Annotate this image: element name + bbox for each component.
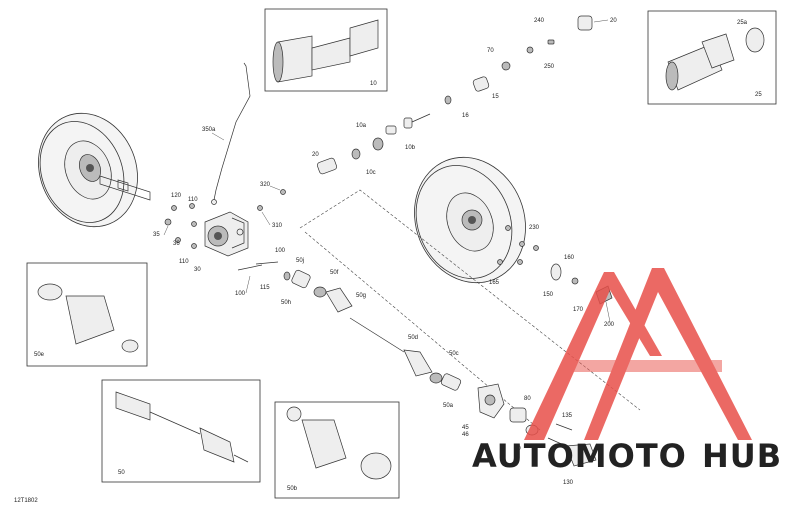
callout-46: 46 (462, 432, 469, 438)
callout-50j: 50j (296, 258, 304, 264)
callout-200: 200 (604, 322, 615, 328)
callout-230: 230 (529, 225, 540, 231)
callout-100-b: 100 (235, 291, 246, 297)
callout-310: 310 (272, 223, 283, 229)
right-wheel (414, 156, 526, 284)
callout-350a: 350a (202, 127, 216, 133)
callout-45: 45 (462, 425, 469, 431)
driveshaft-chain (283, 269, 462, 391)
callout-50h: 50h (281, 300, 291, 306)
callout-10b: 10b (405, 145, 416, 151)
callout-50f: 50f (330, 270, 339, 276)
callout-16: 16 (462, 113, 469, 119)
callout-90: 90 (514, 446, 521, 452)
differential-housing (204, 211, 249, 257)
differential-hardware (164, 189, 286, 271)
callout-115: 115 (260, 285, 270, 291)
callout-50a: 50a (443, 403, 454, 409)
inset-shaft: 10 (264, 8, 388, 92)
inset-boot-kit-bottom: 50b (274, 401, 400, 499)
inset-boot-kit-left-label: 50e (34, 352, 45, 358)
callout-30: 30 (194, 267, 201, 273)
callout-70: 70 (487, 48, 494, 54)
watermark-logo (524, 268, 752, 440)
watermark-word-1: AUTOMOTO (472, 437, 687, 475)
callout-250: 250 (544, 64, 555, 70)
callout-150: 150 (543, 292, 554, 298)
upper-sleeve-parts (316, 15, 593, 175)
left-axle-stub (99, 175, 151, 201)
left-wheel (38, 112, 138, 228)
inset-bearing: 25a 25 (647, 10, 777, 105)
callout-15: 15 (492, 94, 499, 100)
callout-20-b: 20 (312, 152, 319, 158)
inset-driveshaft-label: 50 (118, 470, 125, 476)
inset-driveshaft: 50 (101, 379, 261, 483)
callout-170: 170 (573, 307, 584, 313)
callout-36: 36 (173, 241, 180, 247)
callout-135: 135 (562, 413, 573, 419)
callout-110: 110 (188, 197, 198, 203)
diagram-code: 12T1802 (14, 498, 38, 504)
callout-80: 80 (524, 396, 531, 402)
watermark-word-2: HUB (702, 437, 782, 475)
callout-50c: 50c (449, 351, 459, 357)
callout-50d: 50d (408, 335, 418, 341)
callout-10a: 10a (356, 123, 367, 129)
callout-165: 165 (489, 280, 500, 286)
callout-240: 240 (534, 18, 545, 24)
callout-110-b: 110 (179, 259, 189, 265)
callout-130: 130 (563, 480, 574, 486)
callout-120: 120 (171, 193, 182, 199)
inset-boot-kit-left: 50e (26, 262, 148, 367)
callout-50g: 50g (356, 293, 366, 299)
callout-labels: 240 20 70 250 15 16 10a 10b 10c 20 350a … (153, 18, 617, 486)
inset-shaft-label: 10 (370, 81, 377, 87)
callout-320: 320 (260, 182, 271, 188)
callout-35: 35 (153, 232, 160, 238)
callout-10c: 10c (366, 170, 376, 176)
vent-tube (211, 62, 251, 205)
callout-100: 100 (275, 248, 286, 254)
callout-160: 160 (564, 255, 575, 261)
inset-boot-kit-bottom-label: 50b (287, 486, 298, 492)
callout-20: 20 (610, 18, 617, 24)
inset-bearing-label: 25 (755, 92, 762, 98)
inset-bearing-sub-label: 25a (737, 20, 748, 26)
